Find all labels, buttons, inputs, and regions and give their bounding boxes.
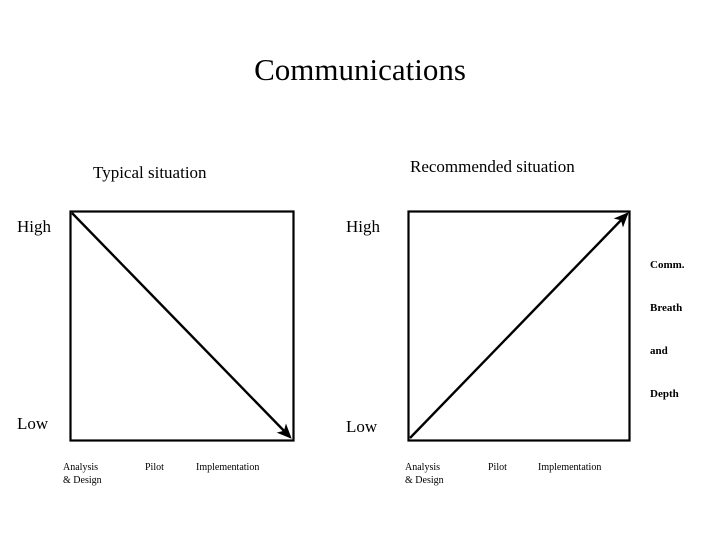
plot-box-right	[407, 210, 631, 442]
category-label-line1: Implementation	[538, 462, 602, 473]
category-label-line2: & Design	[63, 475, 102, 486]
trend-line-descending	[71, 212, 292, 439]
axis-label-high-left: High	[17, 217, 51, 236]
category-label-analysis-design-right: Analysis & Design	[405, 461, 444, 487]
category-label-implementation-left: Implementation	[196, 461, 259, 474]
axis-label-low-right: Low	[346, 417, 378, 436]
category-label-analysis-design-left: Analysis & Design	[63, 461, 102, 487]
category-label-line1: Analysis	[63, 462, 98, 473]
category-label-pilot-left: Pilot	[145, 461, 164, 474]
side-label-and: and	[650, 345, 668, 357]
axis-label-low-left: Low	[17, 414, 49, 433]
axis-label-high-right: High	[346, 217, 380, 236]
category-label-line1: Pilot	[488, 462, 507, 473]
category-label-line1: Analysis	[405, 462, 440, 473]
plot-box-left	[69, 210, 295, 442]
side-label-breath: Breath	[650, 302, 683, 314]
side-label-depth: Depth	[650, 388, 679, 400]
side-label-comm: Comm.	[650, 259, 685, 271]
category-label-line1: Implementation	[196, 462, 260, 473]
category-label-line2: & Design	[405, 475, 444, 486]
trend-line-ascending	[409, 212, 629, 439]
category-label-pilot-right: Pilot	[488, 461, 507, 474]
category-label-line1: Pilot	[145, 462, 164, 473]
page-title: Communications	[254, 52, 466, 87]
panel-heading-recommended: Recommended situation	[410, 157, 575, 176]
panel-heading-typical: Typical situation	[93, 163, 207, 182]
category-label-implementation-right: Implementation	[538, 461, 601, 474]
